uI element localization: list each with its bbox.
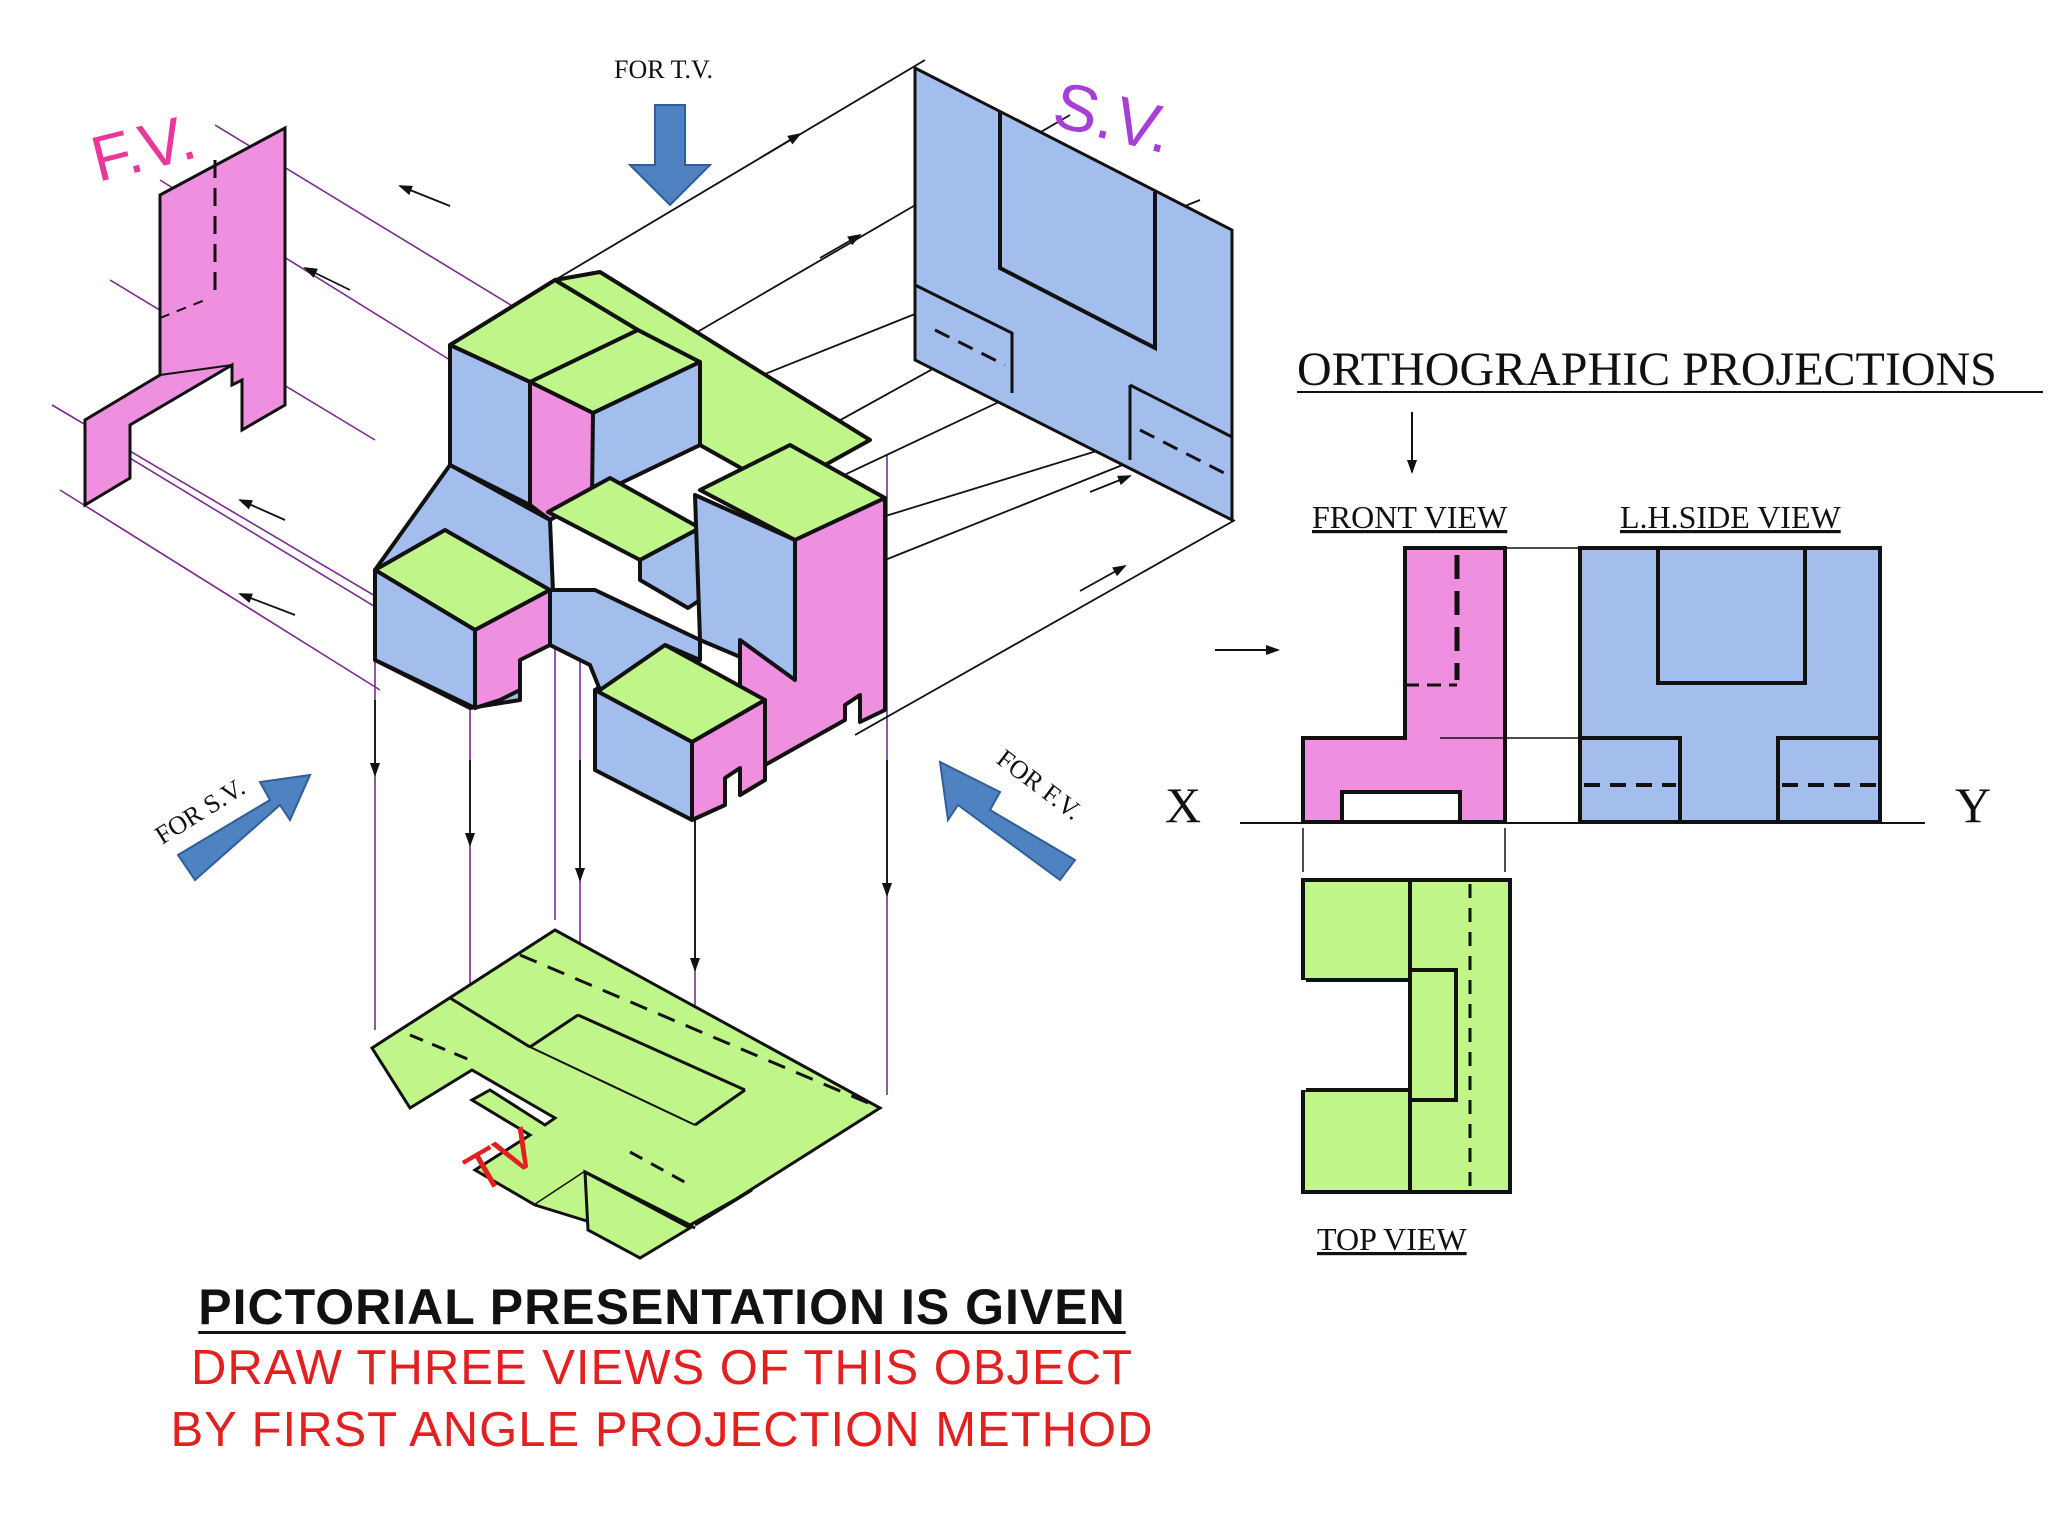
for-fv-label: FOR F.V. [991, 744, 1087, 826]
for-tv-label: FOR T.V. [614, 55, 713, 84]
y-label: Y [1955, 777, 1991, 833]
for-tv-arrow-icon [627, 104, 713, 207]
caption-line-2: DRAW THREE VIEWS OF THIS OBJECT [190, 1341, 1134, 1395]
top-view-plane [369, 928, 883, 1260]
side-view-label: L.H.SIDE VIEW [1620, 499, 1842, 535]
front-view-plane [83, 125, 287, 508]
ortho-side-view [1578, 546, 1882, 824]
ortho-front-view [1301, 546, 1580, 824]
ortho-title: ORTHOGRAPHIC PROJECTIONS [1297, 343, 1997, 396]
caption-line-3: BY FIRST ANGLE PROJECTION METHOD [170, 1403, 1154, 1457]
front-view-label: FRONT VIEW [1312, 499, 1508, 535]
view-direction-arrows [176, 104, 1077, 882]
for-fv-arrow-icon [938, 760, 1077, 882]
for-sv-arrow-icon [176, 773, 312, 882]
caption-line-1: PICTORIAL PRESENTATION IS GIVEN [198, 1279, 1126, 1335]
top-view-label: TOP VIEW [1317, 1221, 1467, 1257]
ortho-top-view [1300, 878, 1512, 1194]
side-view-plane [913, 65, 1234, 523]
x-label: X [1165, 777, 1201, 833]
xy-reference-line [1215, 645, 1925, 872]
isometric-object [373, 270, 887, 822]
